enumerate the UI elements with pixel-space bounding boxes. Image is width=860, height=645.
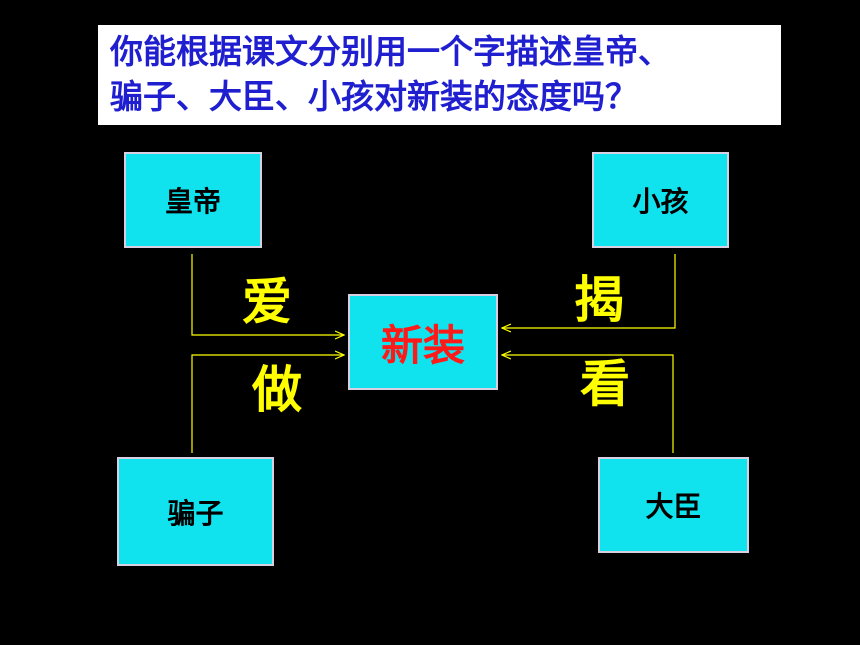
node-cheats: 骗子: [117, 457, 274, 566]
answer-cheats: 做: [252, 361, 302, 419]
arrow-cheats-to-clothes: [191, 355, 344, 453]
answer-emperor: 爱: [242, 273, 292, 331]
arrow-emperor-to-clothes: [191, 254, 344, 335]
node-child: 小孩: [592, 152, 729, 248]
arrow-minister-to-clothes: [502, 355, 674, 453]
node-child-label: 小孩: [632, 185, 689, 218]
node-emperor-label: 皇帝: [164, 185, 221, 218]
node-minister-label: 大臣: [645, 490, 702, 523]
answer-child: 揭: [574, 271, 624, 329]
node-new-clothes: 新装: [348, 294, 498, 390]
node-new-clothes-label: 新装: [380, 320, 465, 370]
node-cheats-label: 骗子: [167, 496, 224, 530]
node-emperor: 皇帝: [124, 152, 262, 248]
question-banner: 你能根据课文分别用一个字描述皇帝、 骗子、大臣、小孩对新装的态度吗？: [98, 25, 781, 125]
node-minister: 大臣: [598, 457, 749, 553]
arrow-child-to-clothes: [502, 254, 676, 328]
question-line-2: 骗子、大臣、小孩对新装的态度吗？: [110, 77, 638, 116]
answer-minister: 看: [580, 355, 630, 413]
question-line-1: 你能根据课文分别用一个字描述皇帝、: [110, 32, 671, 71]
